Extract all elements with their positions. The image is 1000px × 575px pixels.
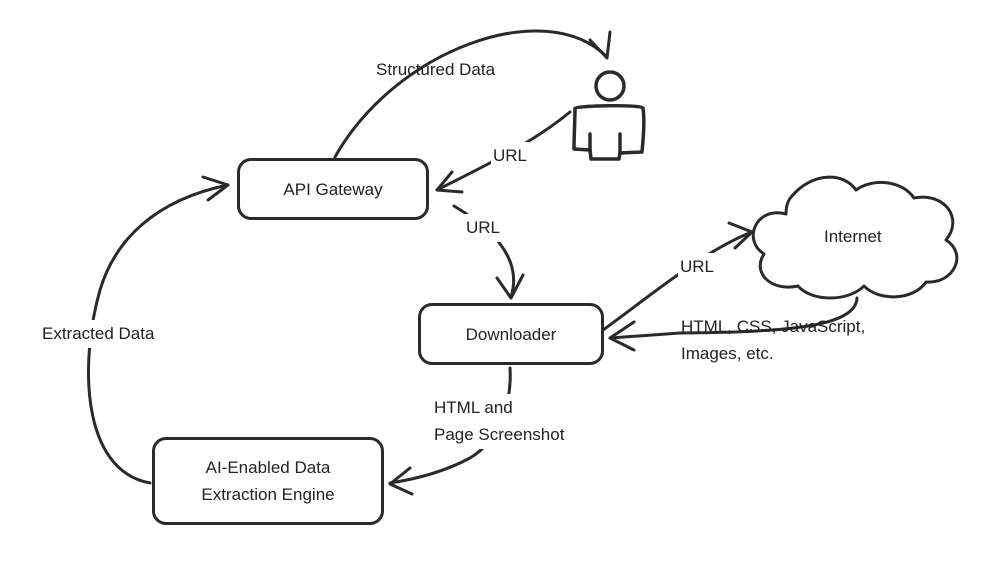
downloader-node: Downloader — [418, 303, 604, 365]
gateway-url-label: URL — [464, 214, 503, 242]
edge-gateway-url-arrowhead — [495, 273, 525, 300]
html-screenshot-label-line2: Page Screenshot — [432, 421, 567, 449]
edge-extracted-data-arrowhead — [201, 175, 230, 202]
html-screenshot-label-line1: HTML and — [432, 394, 515, 422]
extracted-data-label: Extracted Data — [40, 320, 157, 348]
internet-label: Internet — [824, 227, 882, 246]
edge-structured-data — [333, 29, 609, 159]
edge-structured-data-arrowhead — [588, 30, 612, 60]
edge-internet-url — [601, 230, 754, 332]
user-url-label: URL — [491, 142, 530, 170]
edge-response-arrowhead — [608, 320, 636, 352]
extraction-engine-label-line2: Extraction Engine — [201, 485, 335, 504]
edge-response — [608, 296, 859, 340]
cloud-icon — [751, 175, 959, 300]
api-gateway-label: API Gateway — [283, 179, 383, 199]
api-gateway-node: API Gateway — [237, 158, 429, 220]
edge-user-url-arrowhead — [435, 170, 464, 194]
edge-extracted-data — [87, 183, 230, 485]
extraction-engine-label-line1: AI-Enabled Data — [205, 458, 331, 477]
structured-data-label: Structured Data — [376, 60, 496, 79]
response-label-line1: HTML, CSS, JavaScript, — [681, 317, 866, 336]
internet-url-label: URL — [678, 253, 717, 281]
person-icon — [572, 70, 646, 161]
edge-html-screenshot-arrowhead — [388, 466, 414, 496]
downloader-label: Downloader — [465, 324, 557, 344]
extraction-engine-node: AI-Enabled Data Extraction Engine — [152, 437, 384, 525]
response-label-line2: Images, etc. — [681, 344, 774, 363]
